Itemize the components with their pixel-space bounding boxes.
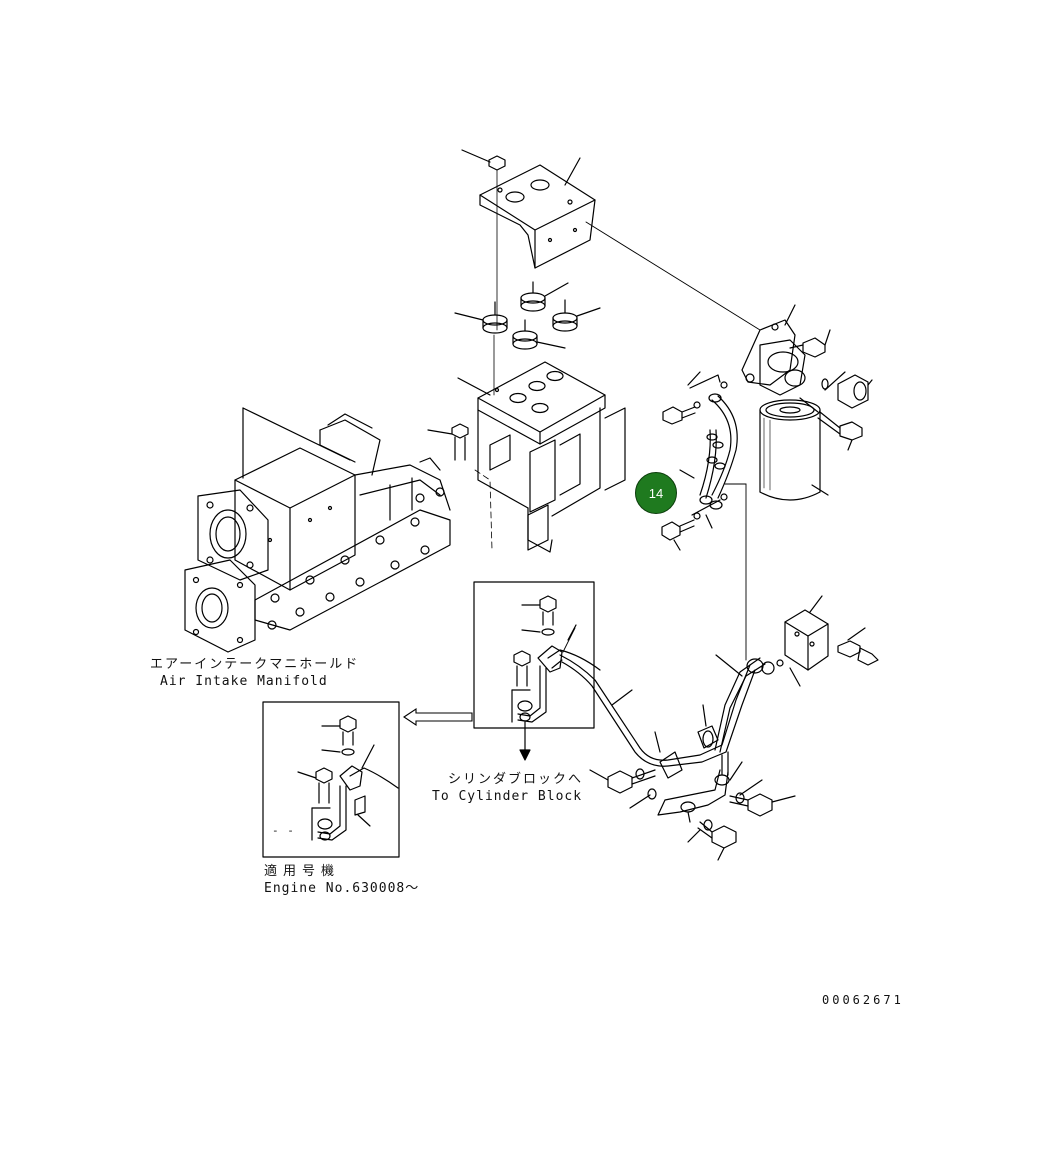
manifold-label-en: Air Intake Manifold (160, 674, 328, 689)
callout-14-badge[interactable]: 14 (635, 472, 677, 514)
filter-hoses (679, 371, 738, 529)
inset-arrow-icon (403, 707, 473, 727)
bracket-bolt (427, 423, 493, 551)
inset-box-serial (262, 701, 400, 858)
top-bracket (479, 157, 596, 269)
inset-box-current (473, 581, 601, 761)
serial-label-jp: 適用号機 (264, 864, 341, 879)
serial-label-en: Engine No.630008～ (264, 881, 420, 896)
air-intake-manifold (184, 407, 451, 653)
lower-block (784, 595, 879, 671)
filter-cartridge (759, 399, 829, 501)
cylinder-block-label-jp: シリンダブロックへ (448, 772, 584, 787)
rubber-mounts (454, 281, 601, 350)
hose-bolts (661, 406, 696, 551)
cylinder-block-label-en: To Cylinder Block (432, 789, 583, 804)
pipe-assembly (559, 654, 801, 861)
manifold-label-jp: エアーインテークマニホールド (150, 657, 360, 672)
top-nut (461, 149, 506, 331)
inset-dash-mark: - - (272, 824, 295, 837)
drawing-number: 00062671 (822, 993, 904, 1007)
filter-head (741, 304, 806, 396)
filter-head-bolts (789, 329, 873, 451)
main-bracket (457, 334, 626, 553)
